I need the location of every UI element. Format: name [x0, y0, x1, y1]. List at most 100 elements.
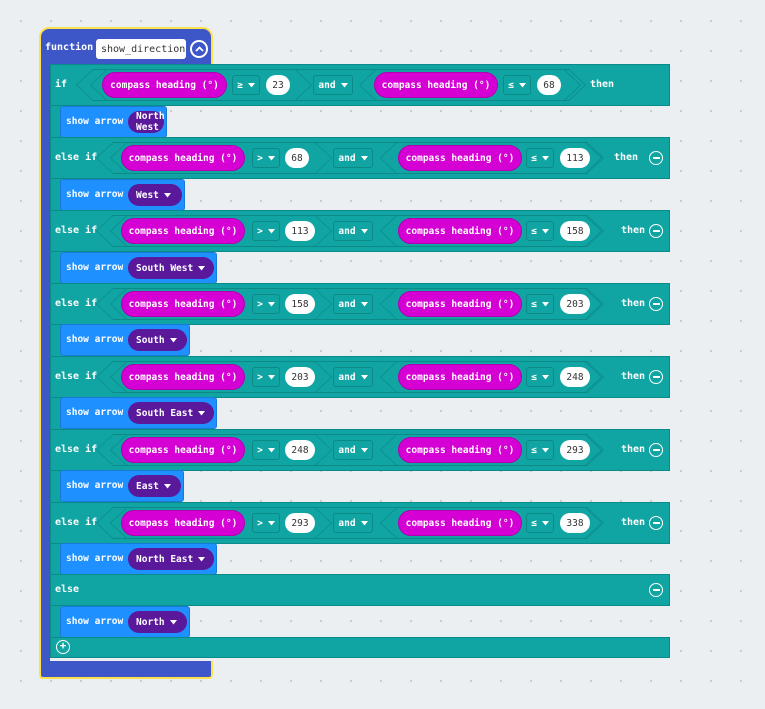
- comparison-operator-1-dropdown[interactable]: >: [252, 440, 280, 460]
- logic-operator-dropdown[interactable]: and: [333, 294, 373, 314]
- threshold-2-input[interactable]: 248: [560, 367, 590, 387]
- threshold-2-input[interactable]: 203: [560, 294, 590, 314]
- compass-heading-reporter-2[interactable]: compass heading (°): [398, 218, 522, 244]
- compass-heading-reporter-1[interactable]: compass heading (°): [102, 72, 227, 98]
- and-label: and: [338, 152, 356, 164]
- then-keyword: then: [614, 152, 639, 163]
- show-arrow-block[interactable]: show arrow South East: [60, 397, 217, 429]
- comparison-operator-2-dropdown[interactable]: ≤: [526, 148, 554, 168]
- remove-circle-icon[interactable]: [649, 297, 663, 311]
- remove-circle-icon[interactable]: [649, 583, 663, 597]
- threshold-2-input[interactable]: 293: [560, 440, 590, 460]
- compass-heading-reporter-2[interactable]: compass heading (°): [374, 72, 498, 98]
- function-name-field[interactable]: show_direction: [96, 39, 186, 59]
- collapse-up-icon[interactable]: [190, 40, 208, 58]
- show-arrow-block[interactable]: show arrow North: [60, 606, 190, 638]
- comparison-operator-1-dropdown[interactable]: >: [252, 294, 280, 314]
- compass-heading-reporter-2[interactable]: compass heading (°): [398, 437, 522, 463]
- compass-heading-reporter-1[interactable]: compass heading (°): [121, 510, 245, 536]
- arrow-direction-dropdown[interactable]: East: [128, 475, 181, 497]
- else-if-keyword: else if: [55, 371, 98, 382]
- threshold-1-input[interactable]: 203: [285, 367, 315, 387]
- threshold-2-input[interactable]: 338: [560, 513, 590, 533]
- caret-down-icon: [360, 228, 368, 233]
- show-arrow-block[interactable]: show arrow North West: [60, 106, 167, 138]
- show-arrow-block[interactable]: show arrow North East: [60, 543, 217, 575]
- threshold-1-input[interactable]: 248: [285, 440, 315, 460]
- compass-heading-reporter-1[interactable]: compass heading (°): [121, 291, 245, 317]
- compass-heading-reporter-1[interactable]: compass heading (°): [121, 364, 245, 390]
- else-if-keyword: else if: [55, 444, 98, 455]
- comparison-operator-2-dropdown[interactable]: ≤: [526, 440, 554, 460]
- arrow-direction-label: South: [136, 334, 165, 346]
- arrow-direction-dropdown[interactable]: West: [128, 184, 182, 206]
- threshold-2-input[interactable]: 158: [560, 221, 590, 241]
- logic-operator-dropdown[interactable]: and: [333, 367, 373, 387]
- operator-2-label: ≤: [508, 79, 514, 91]
- arrow-direction-dropdown[interactable]: South: [128, 329, 187, 351]
- remove-circle-icon[interactable]: [649, 224, 663, 238]
- logic-operator-dropdown[interactable]: and: [333, 221, 373, 241]
- comparison-operator-1-dropdown[interactable]: >: [252, 513, 280, 533]
- comparison-operator-2-dropdown[interactable]: ≤: [526, 294, 554, 314]
- arrow-direction-dropdown[interactable]: North East: [128, 548, 214, 570]
- caret-down-icon: [267, 155, 275, 160]
- remove-circle-icon[interactable]: [649, 151, 663, 165]
- remove-circle-icon[interactable]: [649, 370, 663, 384]
- then-keyword: then: [621, 517, 646, 528]
- arrow-direction-dropdown[interactable]: South East: [128, 402, 214, 424]
- threshold-2-input[interactable]: 68: [537, 75, 561, 95]
- comparison-operator-2-dropdown[interactable]: ≤: [526, 513, 554, 533]
- and-label: and: [338, 517, 356, 529]
- show-arrow-block[interactable]: show arrow South West: [60, 252, 217, 284]
- show-arrow-block[interactable]: show arrow West: [60, 179, 185, 211]
- threshold-2-input[interactable]: 113: [560, 148, 590, 168]
- threshold-1-input[interactable]: 113: [285, 221, 315, 241]
- compass-heading-reporter-2[interactable]: compass heading (°): [398, 291, 522, 317]
- caret-down-icon: [163, 192, 171, 197]
- show-arrow-label: show arrow: [66, 189, 124, 200]
- operator-1-label: >: [257, 371, 263, 383]
- compass-heading-reporter-1[interactable]: compass heading (°): [121, 437, 245, 463]
- show-arrow-block[interactable]: show arrow East: [60, 470, 184, 502]
- compass-heading-reporter-2[interactable]: compass heading (°): [398, 364, 522, 390]
- arrow-direction-label: East: [136, 480, 159, 492]
- comparison-operator-2-dropdown[interactable]: ≤: [503, 75, 531, 95]
- remove-circle-icon[interactable]: [649, 443, 663, 457]
- comparison-operator-2-dropdown[interactable]: ≤: [526, 221, 554, 241]
- show-arrow-label: show arrow: [66, 553, 124, 564]
- threshold-1-input[interactable]: 23: [266, 75, 290, 95]
- arrow-direction-dropdown[interactable]: South West: [128, 257, 214, 279]
- comparison-operator-1-dropdown[interactable]: >: [252, 221, 280, 241]
- operator-2-label: ≤: [531, 444, 537, 456]
- compass-heading-reporter-1[interactable]: compass heading (°): [121, 218, 245, 244]
- arrow-direction-dropdown[interactable]: North West: [128, 111, 165, 133]
- compass-heading-reporter-2[interactable]: compass heading (°): [398, 145, 522, 171]
- remove-circle-icon[interactable]: [649, 516, 663, 530]
- add-circle-icon[interactable]: +: [56, 640, 70, 654]
- caret-down-icon: [267, 520, 275, 525]
- show-arrow-label: show arrow: [66, 262, 124, 273]
- caret-down-icon: [169, 619, 177, 624]
- caret-down-icon: [340, 82, 348, 87]
- arrow-direction-label: North: [136, 616, 165, 628]
- show-arrow-label: show arrow: [66, 334, 124, 345]
- comparison-operator-1-dropdown[interactable]: >: [252, 367, 280, 387]
- logic-operator-dropdown[interactable]: and: [313, 75, 353, 95]
- logic-operator-dropdown[interactable]: and: [333, 148, 373, 168]
- caret-down-icon: [541, 520, 549, 525]
- comparison-operator-2-dropdown[interactable]: ≤: [526, 367, 554, 387]
- arrow-direction-label: West: [136, 189, 159, 201]
- compass-heading-reporter-2[interactable]: compass heading (°): [398, 510, 522, 536]
- compass-heading-reporter-1[interactable]: compass heading (°): [121, 145, 245, 171]
- threshold-1-input[interactable]: 158: [285, 294, 315, 314]
- arrow-direction-dropdown[interactable]: North: [128, 611, 187, 633]
- threshold-1-input[interactable]: 68: [285, 148, 309, 168]
- logic-operator-dropdown[interactable]: and: [333, 513, 373, 533]
- threshold-1-input[interactable]: 293: [285, 513, 315, 533]
- show-arrow-label: show arrow: [66, 407, 124, 418]
- comparison-operator-1-dropdown[interactable]: ≥: [232, 75, 260, 95]
- comparison-operator-1-dropdown[interactable]: >: [252, 148, 280, 168]
- logic-operator-dropdown[interactable]: and: [333, 440, 373, 460]
- show-arrow-block[interactable]: show arrow South: [60, 324, 190, 356]
